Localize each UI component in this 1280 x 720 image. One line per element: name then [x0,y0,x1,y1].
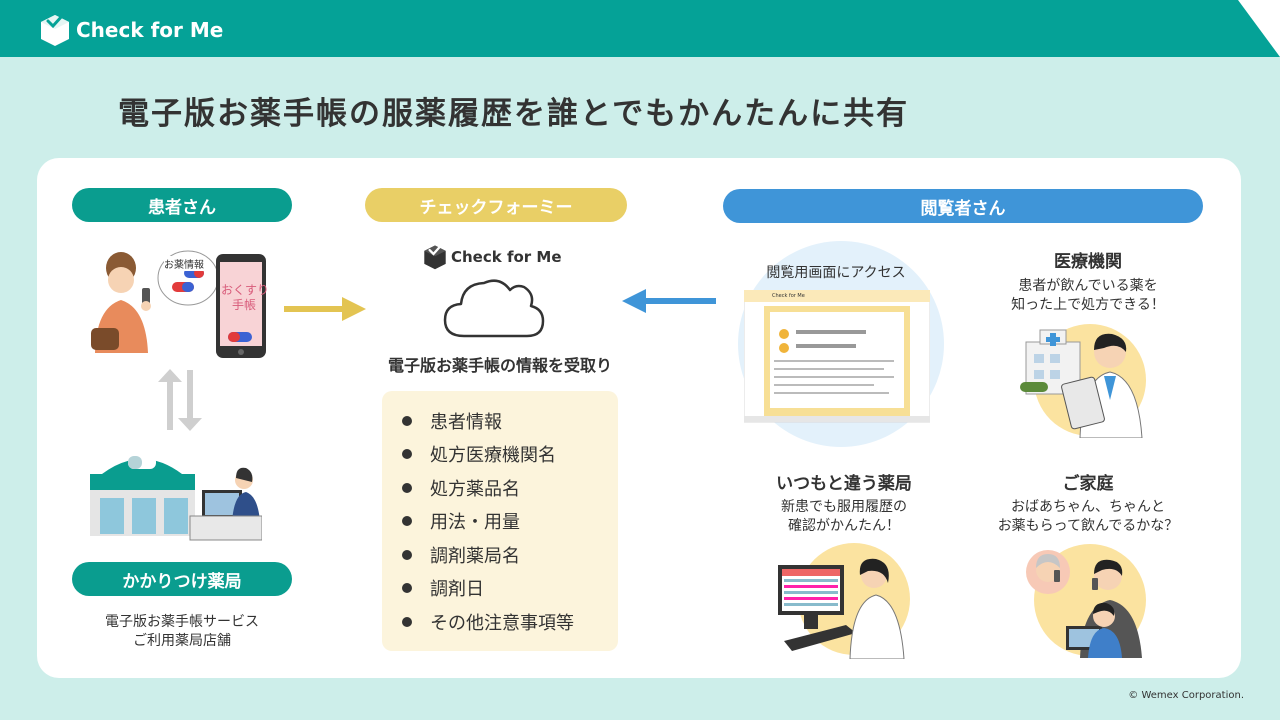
bullet-icon [402,549,412,560]
bullet-icon [402,583,412,594]
sync-arrows-icon [158,369,202,431]
bullet-icon [402,449,412,460]
header-corner-decoration [1238,0,1280,57]
family-title: ご家庭 [1062,474,1114,494]
bullet-icon [402,482,412,493]
list-item: 用法・用量 [402,505,618,539]
check-for-me-logo-icon [41,14,69,46]
upload-arrow-icon [284,297,366,321]
info-list-box: 患者情報 処方医療機関名 処方薬品名 用法・用量 調剤薬局名 調剤日 その他注意… [382,391,618,651]
pharmacy-illustration [90,456,262,541]
family-illustration [1026,544,1146,658]
phone-app-title-line1: おくすり [221,283,270,297]
access-arrow-icon [622,289,716,313]
bullet-icon [402,415,412,426]
other-pharmacy-title: いつもと違う薬局 [776,474,912,494]
medical-desc-line1: 患者が飲んでいる薬を [1018,278,1158,294]
family-desc-line2: お薬もらって飲んでるかな？ [997,518,1179,534]
patient-section-pill: 患者さん [72,188,292,222]
pharmacy-desc-line1: 電子版お薬手帳サービス [105,614,259,630]
other-pharmacy-illustration [778,543,910,659]
other-pharmacy-desc-line1: 新患でも服用履歴の [781,499,907,515]
info-list: 患者情報 処方医療機関名 処方薬品名 用法・用量 調剤薬局名 調剤日 その他注意… [382,391,618,639]
cloud-icon [443,279,545,338]
phone-bubble-label: お薬情報 [164,256,204,271]
pharmacy-label-pill: かかりつけ薬局 [72,562,292,596]
check-for-me-logo-icon [424,245,446,270]
checkforme-section-pill: チェックフォーミー [365,188,627,222]
list-item: 処方医療機関名 [402,438,618,472]
bullet-icon [402,616,412,627]
medical-title: 医療機関 [1054,252,1122,272]
list-item: 処方薬品名 [402,471,618,505]
page-title: 電子版お薬手帳の服薬履歴を誰とでもかんたんに共有 [118,96,910,132]
medical-desc-line2: 知った上で処方できる！ [1011,297,1165,313]
header-bar [0,0,1280,57]
list-item: 患者情報 [402,404,618,438]
bullet-icon [402,516,412,527]
family-desc-line1: おばあちゃん、ちゃんと [1011,499,1165,515]
header-logo: Check for Me [38,12,223,48]
list-item: 調剤日 [402,572,618,606]
other-pharmacy-desc-line2: 確認がかんたん！ [788,518,900,534]
list-item: その他注意事項等 [402,605,618,639]
medical-illustration [1020,324,1146,438]
center-caption: 電子版お薬手帳の情報を受取り [387,356,612,375]
center-brand: Check for Me [422,243,562,271]
viewer-section-pill: 閲覧者さん [723,189,1203,223]
screen-access-label: 閲覧用画面にアクセス [766,265,906,281]
list-item: 調剤薬局名 [402,538,618,572]
patient-illustration [91,250,266,358]
screen-brand-mini: Check for Me [772,293,805,299]
pharmacy-desc-line2: ご利用薬局店舗 [133,633,231,649]
phone-app-title-line2: 手帳 [232,298,257,312]
copyright: © Wemex Corporation. [1128,690,1244,701]
viewer-screen-illustration [744,290,930,423]
brand-name: Check for Me [76,18,224,42]
center-brand-name: Check for Me [451,248,562,266]
